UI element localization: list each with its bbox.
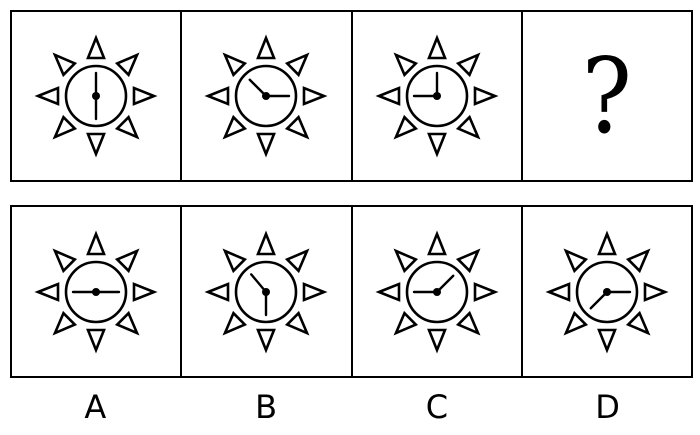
sun-clock-icon	[34, 34, 158, 158]
clock-center-dot	[92, 92, 101, 100]
clock-center-dot	[602, 287, 611, 296]
sun-clock-icon	[204, 34, 328, 158]
sun-ray	[256, 328, 277, 354]
question-mark: ?	[581, 35, 632, 157]
sun-ray	[393, 310, 418, 335]
sun-ray	[115, 310, 140, 335]
sun-ray	[393, 248, 418, 273]
sun-ray	[52, 310, 78, 335]
sun-clock-icon	[204, 229, 328, 354]
sun-ray	[256, 229, 277, 255]
sun-ray	[473, 281, 499, 302]
sun-ray	[625, 248, 651, 273]
sun-ray	[222, 248, 248, 273]
sun-ray	[222, 310, 248, 335]
sun-ray	[285, 310, 310, 335]
question-cell-unknown: ?	[523, 12, 691, 180]
sun-ray	[115, 114, 140, 140]
clock-center-dot	[432, 287, 441, 296]
clock-center-dot	[92, 287, 101, 296]
option-cell-b[interactable]	[182, 207, 353, 376]
sun-ray	[625, 310, 651, 335]
sun-ray	[596, 229, 617, 255]
sun-ray	[34, 281, 60, 302]
option-cell-a[interactable]	[12, 207, 183, 376]
sun-ray	[204, 86, 230, 106]
option-labels: A B C D	[10, 388, 693, 426]
sun-ray	[426, 34, 447, 60]
sun-clock-icon	[545, 229, 669, 354]
sun-ray	[222, 52, 248, 78]
question-row: ?	[10, 10, 693, 182]
sun-ray	[375, 281, 400, 302]
question-cell-2	[182, 12, 353, 180]
sun-ray	[222, 114, 248, 140]
sun-ray	[545, 281, 571, 302]
sun-ray	[132, 86, 158, 106]
question-cell-3	[353, 12, 523, 180]
sun-ray	[86, 229, 107, 255]
option-cell-d[interactable]	[523, 207, 691, 376]
sun-ray	[52, 114, 78, 140]
sun-ray	[52, 248, 78, 273]
sun-ray	[596, 328, 617, 354]
clock-center-dot	[262, 287, 271, 296]
sun-ray	[643, 281, 669, 302]
option-label-a[interactable]: A	[84, 388, 107, 426]
sun-ray	[303, 281, 328, 302]
sun-ray	[455, 248, 481, 273]
sun-ray	[52, 52, 78, 78]
sun-ray	[473, 86, 499, 106]
sun-ray	[204, 281, 230, 302]
sun-ray	[86, 132, 107, 158]
sun-ray	[256, 132, 277, 158]
sun-ray	[393, 114, 418, 140]
sun-ray	[455, 310, 481, 335]
sun-ray	[563, 248, 588, 273]
question-cell-1	[12, 12, 183, 180]
sun-ray	[455, 52, 481, 78]
sun-ray	[426, 229, 447, 255]
sun-ray	[86, 328, 107, 354]
option-label-b[interactable]: B	[255, 388, 278, 426]
sun-ray	[285, 52, 310, 78]
sun-ray	[115, 52, 140, 78]
sun-ray	[285, 248, 310, 273]
sun-ray	[375, 86, 400, 106]
option-cell-c[interactable]	[353, 207, 523, 376]
sun-ray	[426, 132, 447, 158]
sun-ray	[132, 281, 158, 302]
sun-clock-icon	[34, 229, 158, 354]
sun-ray	[393, 52, 418, 78]
sun-ray	[285, 114, 310, 140]
option-label-c[interactable]: C	[425, 388, 449, 426]
sun-clock-icon	[375, 229, 499, 354]
sun-ray	[86, 34, 107, 60]
clock-center-dot	[432, 92, 441, 100]
sun-ray	[256, 34, 277, 60]
sun-ray	[303, 86, 328, 106]
sun-clock-icon	[375, 34, 499, 158]
sun-ray	[34, 86, 60, 106]
sun-ray	[455, 114, 481, 140]
sun-ray	[563, 310, 588, 335]
clock-center-dot	[262, 92, 271, 100]
option-label-d[interactable]: D	[595, 388, 620, 426]
sun-ray	[115, 248, 140, 273]
options-row	[10, 205, 693, 378]
sun-ray	[426, 328, 447, 354]
